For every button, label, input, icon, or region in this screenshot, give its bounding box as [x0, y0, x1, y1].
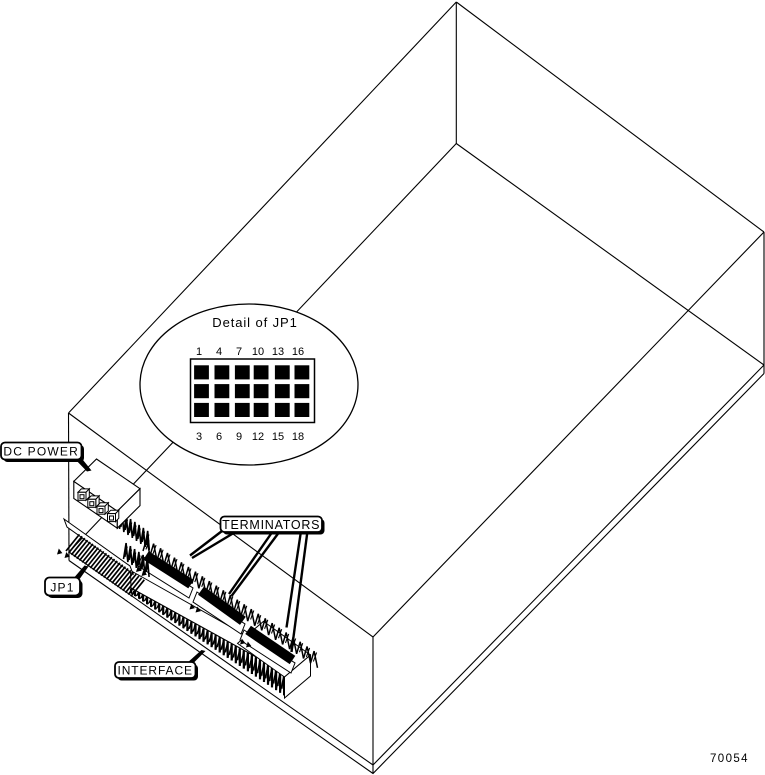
- svg-text:6: 6: [216, 431, 222, 443]
- svg-text:1: 1: [196, 346, 202, 358]
- svg-text:10: 10: [252, 346, 264, 358]
- svg-text:DC POWER: DC POWER: [3, 445, 79, 459]
- svg-text:13: 13: [272, 346, 284, 358]
- svg-text:JP1: JP1: [50, 581, 74, 595]
- svg-text:TERMINATORS: TERMINATORS: [222, 518, 320, 532]
- svg-text:3: 3: [196, 431, 202, 443]
- svg-text:INTERFACE: INTERFACE: [117, 664, 192, 678]
- svg-text:4: 4: [216, 346, 222, 358]
- svg-text:16: 16: [292, 346, 304, 358]
- svg-text:7: 7: [236, 346, 242, 358]
- svg-text:18: 18: [292, 431, 304, 443]
- svg-text:15: 15: [272, 431, 284, 443]
- svg-text:9: 9: [236, 431, 242, 443]
- svg-text:Detail of JP1: Detail of JP1: [212, 315, 297, 330]
- svg-text:12: 12: [252, 431, 264, 443]
- svg-text:70054: 70054: [710, 753, 749, 765]
